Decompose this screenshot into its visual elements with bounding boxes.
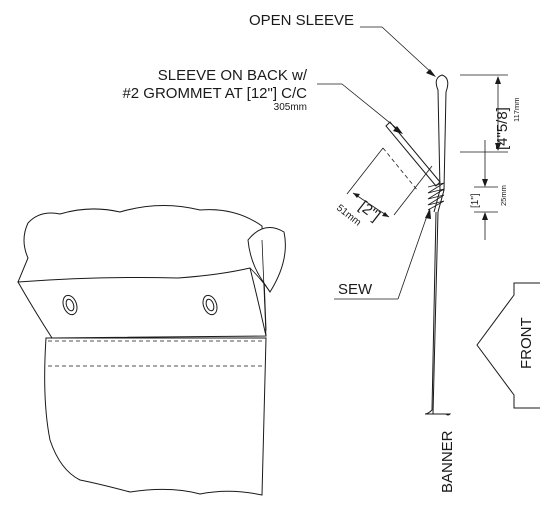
banner-perspective-drawing [17, 205, 286, 496]
sleeve-on-back-line2: #2 GROMMET AT [12"] C/C [122, 85, 307, 102]
sew-band-label: [1"] [470, 193, 481, 208]
sleeve-fold-right [437, 189, 445, 213]
sew-label: SEW [338, 281, 373, 298]
dimension-sew-band: [1"] 25mm [470, 140, 508, 240]
fold-edge-line [261, 239, 267, 337]
leader-sleeve-on-back [317, 83, 403, 134]
banner-fabric-line [424, 211, 452, 416]
grommet-left [62, 294, 78, 316]
banner-fabric-line-2 [432, 211, 439, 415]
leader-open-sleeve [360, 26, 436, 77]
sleeve-loop [435, 74, 449, 191]
dimension-total-height: [4"5/8] 117mm [460, 74, 521, 153]
leader-sew [334, 208, 431, 300]
front-arrow [476, 282, 540, 409]
total-height-mm: 117mm [512, 98, 521, 122]
banner-body [44, 337, 267, 496]
sleeve-front-panel [17, 267, 267, 339]
sleeve-roll [247, 227, 286, 293]
sleeve-cross-section [385, 74, 452, 416]
front-label: FRONT [518, 317, 535, 369]
sew-band-mm: 25mm [499, 185, 508, 206]
sleeve-on-back-line1: SLEEVE ON BACK w/ [158, 67, 308, 84]
sleeve-fold-left [433, 189, 441, 213]
sew-stitches [427, 182, 445, 211]
banner-label: BANNER [439, 430, 456, 493]
open-sleeve-label: OPEN SLEEVE [249, 12, 354, 29]
sleeve-back-strip [385, 121, 441, 187]
fold-crease-line [249, 267, 271, 293]
sleeve-on-back-mm: 305mm [274, 102, 307, 113]
total-height-label: [4"5/8] [494, 107, 511, 150]
grommet-right [202, 294, 218, 316]
